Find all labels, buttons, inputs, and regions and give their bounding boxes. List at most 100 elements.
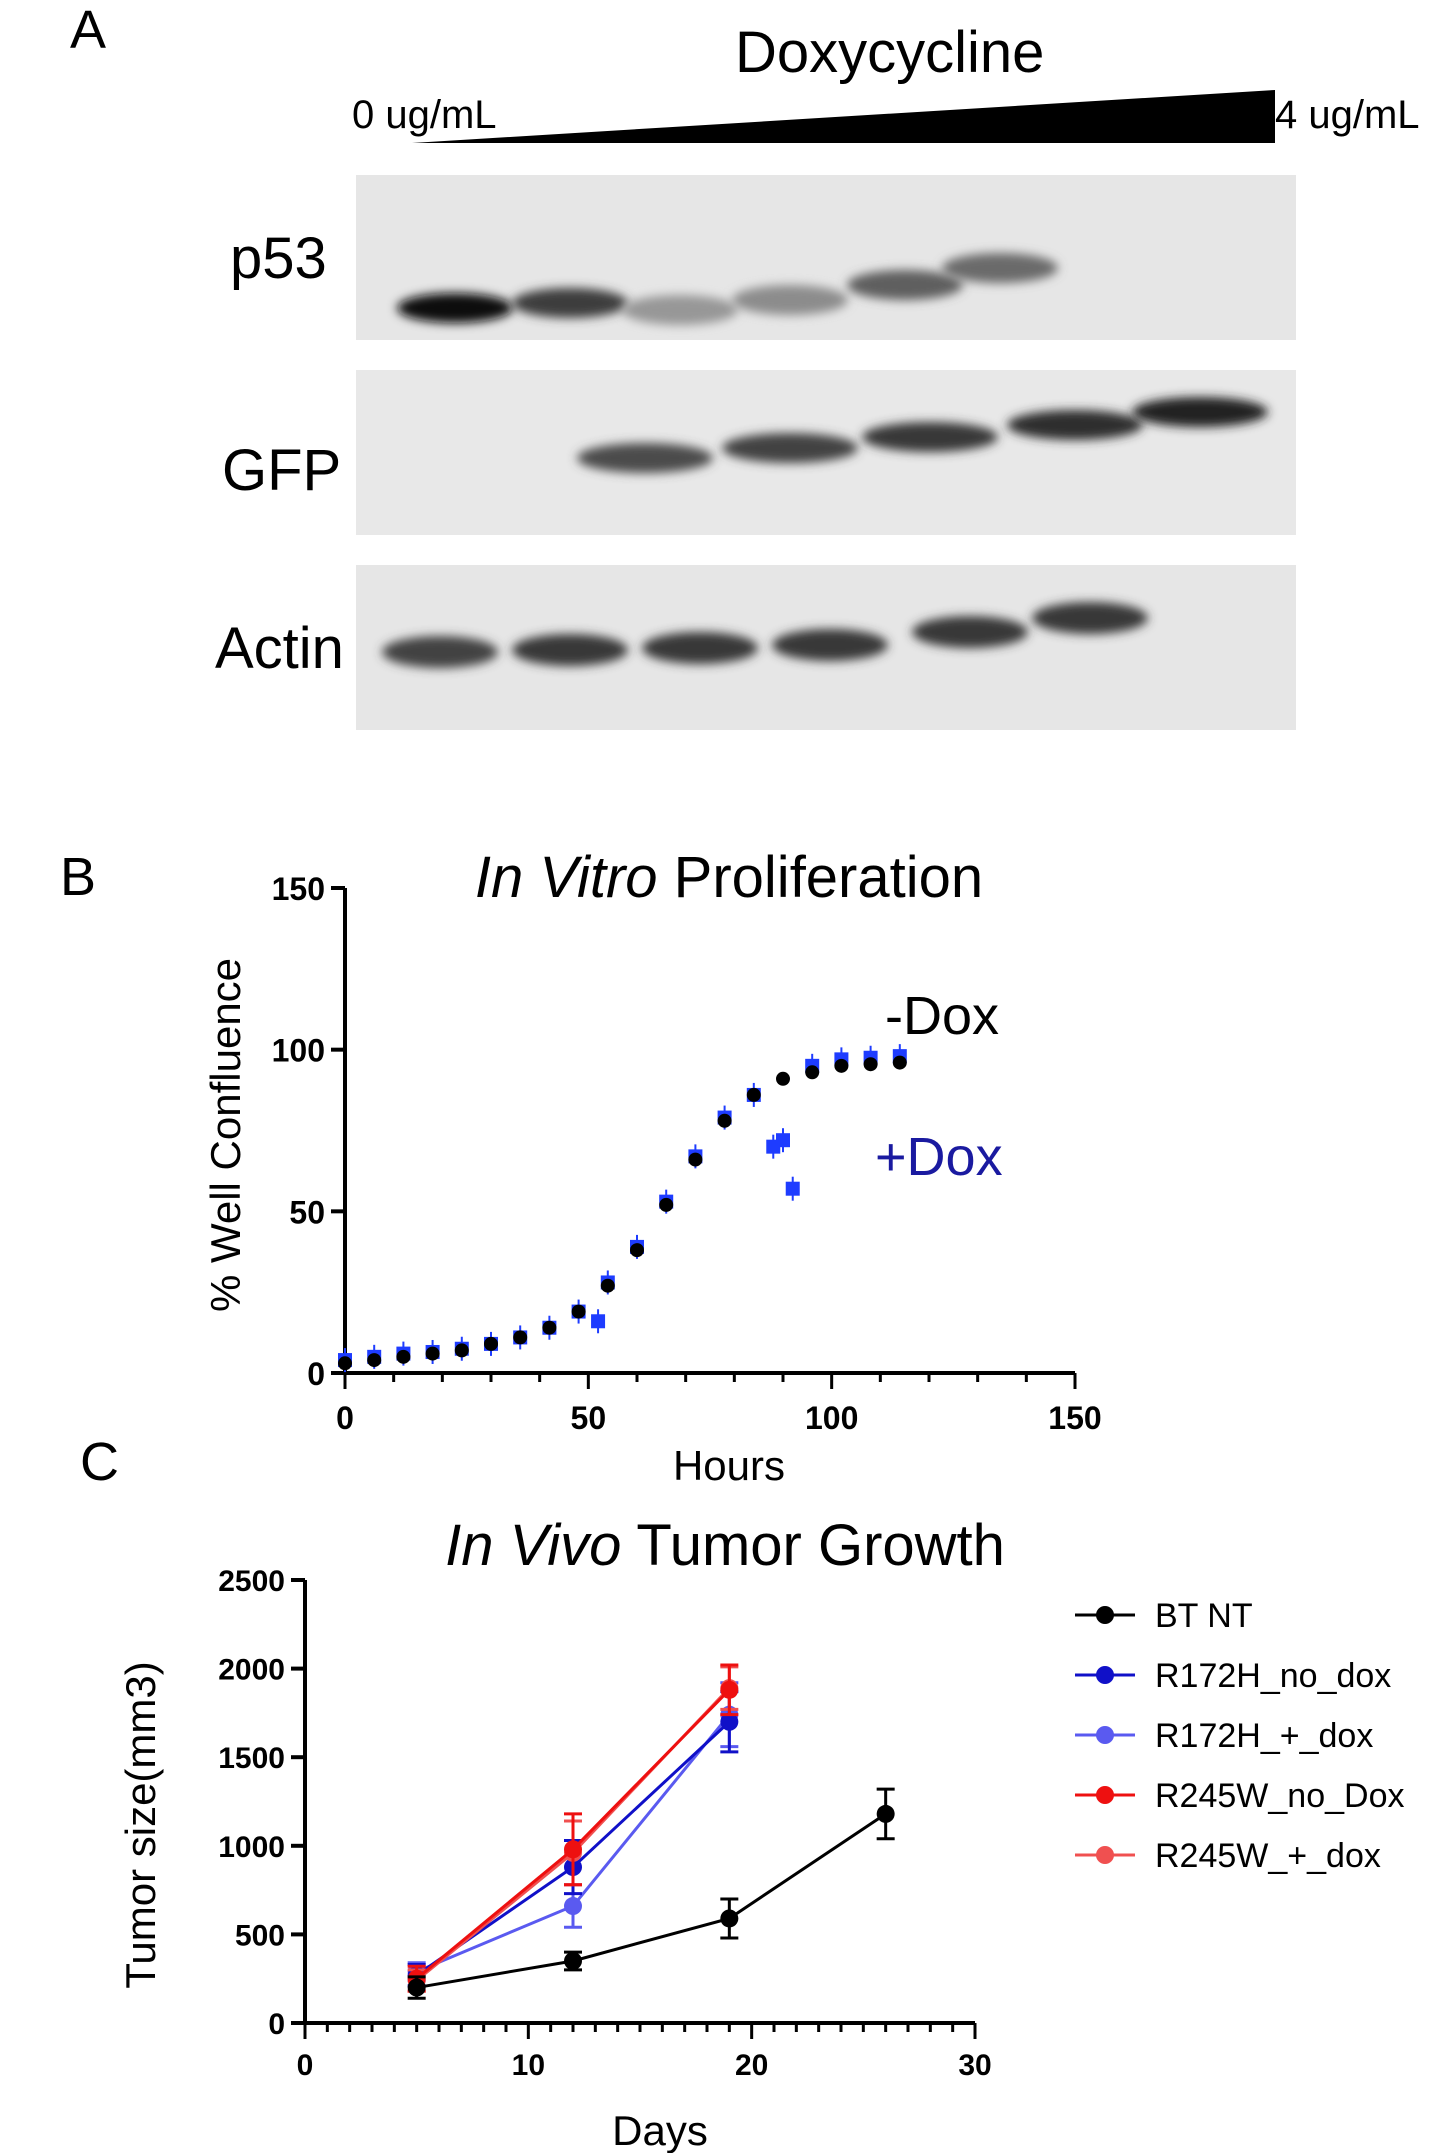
chart-b-point-minus-dox [717,1113,732,1128]
blot-label-p53: p53 [230,226,327,291]
legend-marker [1096,1726,1114,1744]
dox-gradient-wedge [412,90,1275,143]
blot-band-p53 [847,270,963,300]
blot-band-actin [642,632,758,664]
blot-band-actin [1032,602,1148,634]
chart-c-legend: BT NT R172H_no_doxR172H_+_doxR245W_no_Dox… [1075,1597,1404,1875]
blot-strip-p53 [356,175,1296,340]
chart-b-point-minus-dox [542,1320,557,1335]
chart-b-point-minus-dox [396,1349,411,1364]
chart-c-title-italic: In Vivo [445,1513,621,1578]
chart-c-title: In Vivo Tumor Growth [445,1513,1005,1578]
legend-label: R245W_no_Dox [1155,1777,1404,1815]
blot-band-p53 [512,288,628,318]
chart-c-title-rest: Tumor Growth [621,1513,1005,1578]
chart-b-point-minus-dox [484,1336,498,1351]
chart-b-point-minus-dox [425,1346,440,1361]
chart-b-point-minus-dox [571,1304,586,1319]
blot-band-actin [382,636,498,668]
chart-b-point-minus-dox [892,1055,907,1070]
panel-c-letter: C [80,1432,119,1492]
blot-label-gfp: GFP [222,438,341,503]
blot-band-gfp [1007,410,1143,440]
chart-b-point-minus-dox [746,1087,761,1102]
chart-b-ytick-label: 0 [307,1356,325,1392]
chart-c-point [876,1804,895,1823]
chart-b-point-minus-dox [367,1353,382,1368]
blot-band-gfp [862,422,998,452]
chart-b-title-italic: In Vitro [475,845,658,910]
blot-band-gfp [1132,397,1268,427]
blot-band-actin [912,616,1028,648]
chart-c-ytick-label: 1000 [218,1831,285,1864]
chart-c-point [720,1712,739,1731]
chart-b-point-minus-dox [600,1278,615,1293]
dox-min-label: 0 ug/mL [352,93,497,137]
chart-b-point-minus-dox [454,1343,469,1358]
blot-band-actin [772,629,888,661]
blot-band-gfp [722,433,858,463]
legend-label: R172H_+_dox [1155,1717,1373,1755]
chart-b-ylabel: % Well Confluence [202,958,249,1312]
chart-c-point [720,1680,739,1699]
chart-c-ytick-label: 2500 [218,1565,285,1598]
chart-b-xtick-label: 0 [336,1400,354,1436]
blot-band-p53 [622,295,738,325]
blot-label-actin: Actin [215,616,344,681]
chart-c-series-line [416,1812,887,1990]
chart-b-point-minus-dox [630,1243,644,1258]
chart-b-point-minus-dox [834,1058,849,1073]
chart-b-ytick-label: 50 [289,1194,325,1230]
chart-b-xtick-label: 150 [1048,1400,1101,1436]
chart-b-ytick-label: 100 [272,1033,325,1069]
chart-b-point-minus-dox [659,1197,674,1212]
chart-b-point-plus-dox [785,1181,800,1196]
panel-b-proliferation-chart: In Vitro Proliferation Hours % Well Conf… [202,845,1102,1489]
annotation-plus-dox: +Dox [875,1127,1003,1187]
chart-b-point-minus-dox [863,1057,878,1072]
chart-c-xtick-label: 10 [512,2049,545,2082]
chart-b-xlabel: Hours [673,1442,785,1489]
chart-b-xtick-label: 100 [805,1400,858,1436]
blot-band-p53 [397,293,513,323]
blot-band-p53 [732,285,848,315]
panel-a-western-blot: Doxycycline 0 ug/mL 4 ug/mL p53 GFP Acti… [215,20,1420,730]
dox-max-label: 4 ug/mL [1275,93,1420,137]
chart-c-point [720,1909,739,1928]
chart-c-point [564,1951,582,1970]
chart-b-point-minus-dox [805,1065,820,1080]
blot-band-gfp [577,443,713,473]
legend-label: R172H_no_dox [1155,1657,1391,1695]
chart-b-title-rest: Proliferation [658,845,984,910]
chart-b-point-plus-dox [776,1133,790,1148]
blot-band-p53 [942,253,1058,283]
chart-c-xtick-label: 30 [958,2049,991,2082]
legend-marker [1096,1786,1114,1804]
chart-b-point-minus-dox [513,1330,528,1345]
chart-c-point [407,1978,426,1997]
legend-label: BT NT [1155,1597,1253,1635]
chart-c-ytick-label: 0 [268,2008,285,2041]
chart-c-xtick-label: 0 [297,2049,314,2082]
chart-b-point-plus-dox [591,1314,606,1329]
panel-a-letter: A [70,0,106,60]
chart-c-xtick-label: 20 [735,2049,768,2082]
chart-b-point-minus-dox [688,1152,703,1167]
panel-c-tumor-growth-chart: In Vivo Tumor Growth Days Tumor size(mm3… [117,1513,1404,2153]
chart-c-ytick-label: 2000 [218,1654,285,1687]
annotation-minus-dox: -Dox [885,986,999,1046]
chart-b-title: In Vitro Proliferation [475,845,983,910]
legend-marker [1096,1666,1114,1684]
blot-band-actin [512,634,628,666]
legend-label: R245W_+_dox [1155,1837,1381,1875]
chart-b-point-minus-dox [776,1071,790,1086]
chart-c-ylabel: Tumor size(mm3) [117,1661,164,1988]
legend-marker [1096,1606,1114,1624]
chart-c-point [564,1840,582,1859]
chart-c-ytick-label: 500 [235,1919,285,1952]
panel-b-letter: B [60,847,96,907]
chart-b-xtick-label: 50 [571,1400,607,1436]
chart-b-ytick-label: 150 [272,871,325,907]
chart-c-ytick-label: 1500 [218,1742,285,1775]
